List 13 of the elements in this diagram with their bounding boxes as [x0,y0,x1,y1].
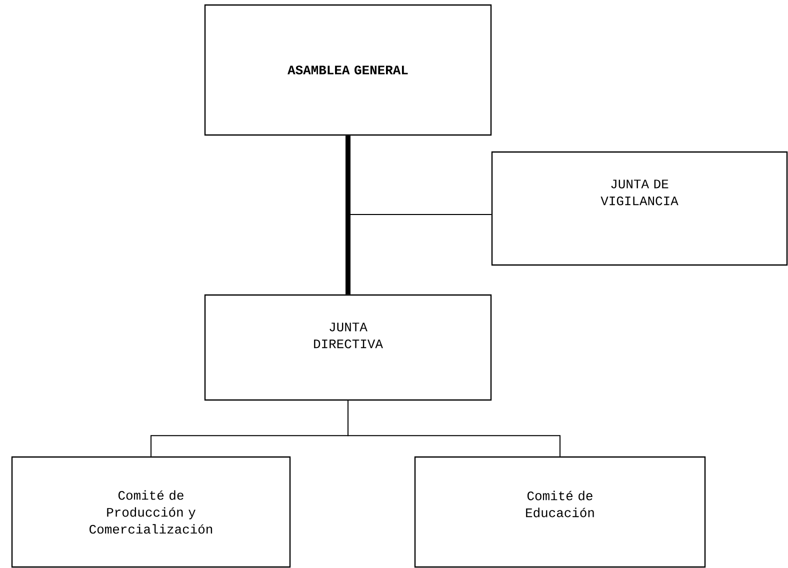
org-box [11,456,291,568]
org-box [204,294,492,401]
box-label: Comité de Producción y Comercialización [90,490,212,534]
org-box [414,456,706,568]
box-label: ASAMBLEA GENERAL [288,66,408,74]
box-label: JUNTA DE VIGILANCIA [600,180,678,206]
connector-line [348,135,492,215]
connector-line [346,136,350,294]
box-label: JUNTA DIRECTIVA [314,322,383,348]
org-box [491,151,788,266]
connector-line [348,400,560,457]
org-box [204,4,492,136]
box-label: Comité de Educación [526,490,594,518]
